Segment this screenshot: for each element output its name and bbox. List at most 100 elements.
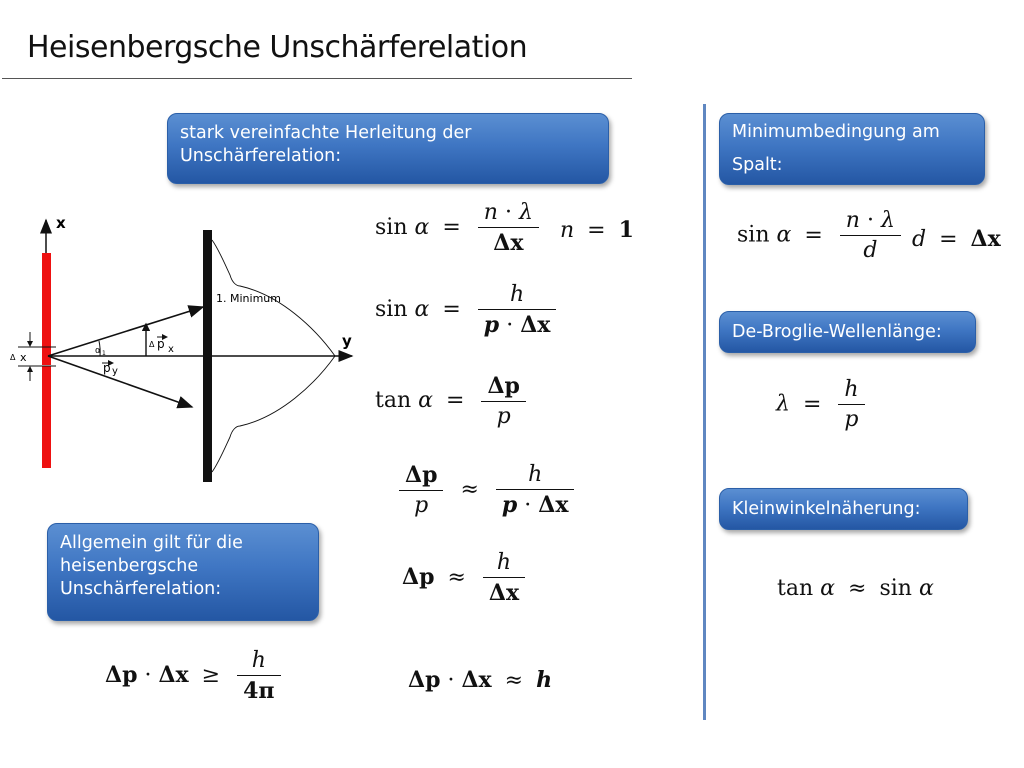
formula-d-equals-dx: d = Δx	[912, 226, 1001, 252]
dot-operator: ·	[447, 668, 455, 693]
approx-sign: ≈	[504, 668, 524, 693]
slit-upper	[42, 253, 51, 365]
delta-p: Δp	[481, 373, 526, 402]
h-symbol: h	[237, 648, 281, 676]
angle-alpha-label: α	[95, 346, 101, 356]
general-relation-box: Allgemein gilt für die heisenbergsche Un…	[47, 523, 319, 621]
p-symbol: p	[844, 407, 859, 432]
lambda-symbol: λ	[518, 200, 533, 225]
equals-sign: =	[442, 297, 461, 322]
px-label: p	[157, 337, 165, 351]
one-value: 1	[618, 217, 634, 243]
delta-x: Δx	[493, 230, 524, 256]
lambda-symbol: λ	[880, 208, 895, 233]
p-symbol: p	[496, 404, 511, 429]
lambda-symbol: λ	[776, 391, 790, 417]
p-symbol: p	[414, 493, 429, 518]
beam-lower	[47, 355, 194, 409]
de-broglie-box: De-Broglie-Wellenlänge:	[719, 311, 976, 353]
n-symbol: n	[483, 200, 498, 225]
h-symbol: h	[536, 667, 553, 693]
dot-operator: ·	[866, 208, 874, 233]
title-underline	[2, 78, 632, 79]
h-symbol: h	[838, 377, 865, 405]
h-symbol: h	[477, 282, 557, 310]
equals-sign: =	[446, 388, 465, 413]
slit-lower	[42, 366, 51, 468]
alpha-symbol: α	[820, 576, 835, 601]
screen	[203, 230, 212, 482]
small-angle-text: Kleinwinkelnäherung:	[732, 499, 921, 519]
dot-operator: ·	[524, 493, 532, 518]
delta-x: Δx	[538, 492, 569, 518]
tan-fn: tan	[375, 388, 412, 413]
minimum-condition-text: Minimumbedingung am Spalt:	[732, 122, 940, 175]
p-symbol: p	[501, 492, 518, 518]
p-symbol: p	[483, 312, 500, 338]
d-symbol: d	[912, 227, 927, 252]
sin-fn: sin	[879, 576, 912, 601]
formula-tan-approx-sin: tan α ≈ sin α	[777, 576, 934, 601]
delta-x: Δx	[461, 667, 492, 693]
delta-x: Δx	[158, 662, 189, 688]
dot-operator: ·	[506, 313, 514, 338]
dot-operator: ·	[504, 200, 512, 225]
delta-x: Δx	[520, 312, 551, 338]
small-angle-box: Kleinwinkelnäherung:	[719, 488, 968, 530]
angle-alpha-subscript: 1	[102, 350, 106, 357]
py-label: p	[103, 361, 111, 375]
alpha-symbol: α	[776, 222, 792, 248]
formula-n-equals-1: n = 1	[560, 217, 634, 243]
d-symbol: d	[863, 238, 878, 263]
derivation-text: stark vereinfachte Herleitung der Unschä…	[180, 123, 472, 166]
delta-p: Δp	[408, 667, 441, 693]
approx-sign: ≈	[848, 576, 867, 601]
alpha-symbol: α	[414, 215, 430, 240]
de-broglie-text: De-Broglie-Wellenlänge:	[732, 322, 942, 342]
angle-arc	[98, 340, 101, 357]
vertical-divider	[703, 104, 706, 720]
delta-x-label: x	[20, 351, 27, 364]
delta-x: Δx	[488, 580, 520, 606]
px-subscript: x	[168, 344, 174, 355]
alpha-symbol: α	[414, 297, 430, 322]
delta-x-symbol: Δ	[10, 353, 16, 362]
equals-sign: =	[442, 215, 461, 240]
sin-fn: sin	[375, 297, 408, 322]
beam-upper	[47, 305, 205, 357]
tan-fn: tan	[777, 576, 814, 601]
h-symbol: h	[482, 550, 526, 578]
equals-sign: =	[939, 227, 958, 252]
delta-p: Δp	[402, 564, 435, 590]
general-relation-text: Allgemein gilt für die heisenbergsche Un…	[60, 533, 243, 599]
py-subscript: y	[112, 366, 118, 377]
first-minimum-label: 1. Minimum	[216, 292, 281, 305]
dot-operator: ·	[144, 663, 152, 688]
slide-title: Heisenbergsche Unschärferelation	[27, 30, 528, 65]
four-pi: 4π	[243, 678, 275, 704]
alpha-symbol: α	[918, 576, 934, 601]
delta-p: Δp	[105, 662, 138, 688]
derivation-box: stark vereinfachte Herleitung der Unschä…	[167, 113, 609, 184]
axis-x-label: x	[56, 214, 66, 232]
approx-sign: ≈	[460, 477, 479, 502]
h-symbol: h	[495, 462, 575, 490]
intensity-curve	[211, 239, 336, 473]
equals-sign: =	[804, 222, 823, 248]
single-slit-diagram: x Δ x y α 1 Δ p x p y 1. Minimum	[10, 214, 354, 482]
axis-y-label: y	[342, 332, 352, 350]
geq-sign: ≥	[201, 663, 221, 688]
delta-px-symbol: Δ	[149, 340, 155, 349]
